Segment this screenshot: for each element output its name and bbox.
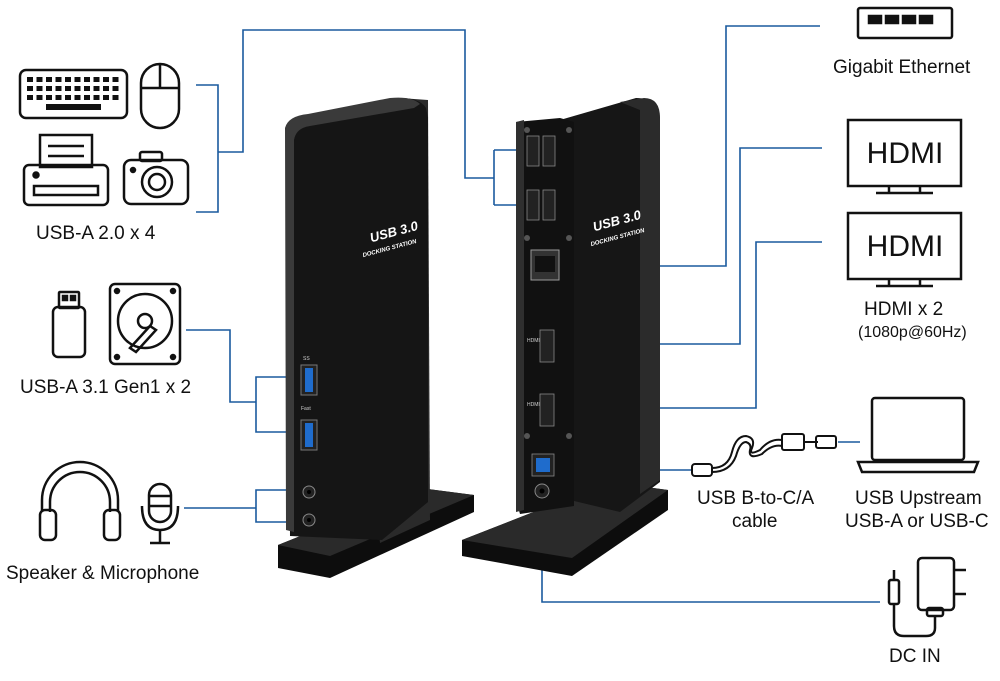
keyboard-key	[112, 86, 119, 91]
usb-a-20-label: USB-A 2.0 x 4	[36, 223, 156, 244]
monitor-1-label: HDMI	[867, 137, 944, 170]
keyboard-key	[36, 86, 43, 91]
ethernet-port-icon	[856, 6, 954, 40]
camera-icon	[122, 150, 190, 206]
mouse-icon	[139, 62, 181, 130]
keyboard-key	[84, 86, 90, 91]
keyboard-key	[46, 86, 52, 91]
front-audio-jacks	[302, 485, 316, 527]
monitor-2-label: HDMI	[867, 230, 944, 263]
keyboard-key	[46, 77, 52, 82]
keyboard-key	[74, 95, 81, 100]
keyboard-key	[65, 77, 71, 82]
hdmi-count-label: HDMI x 2	[864, 299, 944, 320]
hard-drive-icon	[108, 282, 182, 366]
keyboard-icon	[18, 68, 129, 120]
keyboard-key	[65, 86, 71, 91]
front-port-fast: Fast	[301, 406, 311, 412]
rear-usb-b-port	[531, 453, 555, 477]
line-usb31	[186, 329, 256, 403]
speaker-mic-label: Speaker & Microphone	[6, 563, 200, 584]
laptop-icon	[856, 396, 980, 474]
usb-stick-icon	[51, 290, 87, 359]
keyboard-key	[93, 86, 100, 91]
usb-cable-icon	[691, 433, 837, 477]
dock-front: USB 3.0 DOCKING STATION SS Fast	[278, 97, 474, 578]
usb-a-31-label: USB-A 3.1 Gen1 x 2	[20, 377, 192, 398]
keyboard-key	[55, 86, 62, 91]
keyboard-key	[103, 95, 109, 100]
keyboard-key	[93, 95, 100, 100]
usb-cable-label-line2: cable	[732, 511, 778, 532]
line-usb20-bracket	[196, 84, 219, 213]
hdmi-resolution-label: (1080p@60Hz)	[858, 324, 967, 341]
keyboard-spacebar	[46, 104, 101, 110]
keyboard-key	[27, 86, 33, 91]
headphones-icon	[38, 460, 122, 542]
dock-rear: USB 3.0 DOCKING STATION HDMI HDMI	[462, 98, 668, 576]
dc-in-label: DC IN	[889, 646, 941, 667]
keyboard-key	[103, 86, 109, 91]
monitor-1-icon: HDMI	[846, 118, 963, 195]
rear-usb20-ports	[526, 135, 556, 221]
keyboard-key	[84, 95, 90, 100]
rear-ethernet-port	[530, 249, 560, 281]
usb-cable-label-line1: USB B-to-C/A	[697, 488, 815, 509]
keyboard-key	[74, 86, 81, 91]
keyboard-key	[46, 95, 52, 100]
gigabit-ethernet-label: Gigabit Ethernet	[833, 57, 971, 78]
keyboard-key	[65, 95, 71, 100]
keyboard-key	[103, 77, 109, 82]
rear-dc-jack	[534, 483, 550, 499]
keyboard-key	[112, 77, 119, 82]
keyboard-key	[93, 77, 100, 82]
keyboard-key	[27, 95, 33, 100]
power-adapter-icon	[887, 556, 966, 638]
keyboard-key	[55, 77, 62, 82]
monitor-2-icon: HDMI	[846, 211, 963, 288]
usb-upstream-label-line1: USB Upstream	[855, 488, 982, 509]
rear-hdmi-ports: HDMI HDMI	[527, 329, 555, 427]
rear-hdmi-label-2: HDMI	[527, 402, 540, 408]
line-usb20-to-rear	[218, 29, 494, 179]
printer-icon	[22, 133, 110, 207]
keyboard-key	[36, 77, 43, 82]
microphone-icon	[140, 482, 180, 545]
keyboard-key	[112, 95, 119, 100]
front-port-ss-1: SS	[303, 356, 310, 362]
keyboard-key	[27, 77, 33, 82]
front-usb31-ports: SS Fast	[300, 356, 318, 451]
rear-hdmi-label-1: HDMI	[527, 338, 540, 344]
keyboard-key	[55, 95, 62, 100]
keyboard-key	[74, 77, 81, 82]
keyboard-key	[84, 77, 90, 82]
keyboard-key	[36, 95, 43, 100]
usb-upstream-label-line2: USB-A or USB-C	[845, 511, 989, 532]
